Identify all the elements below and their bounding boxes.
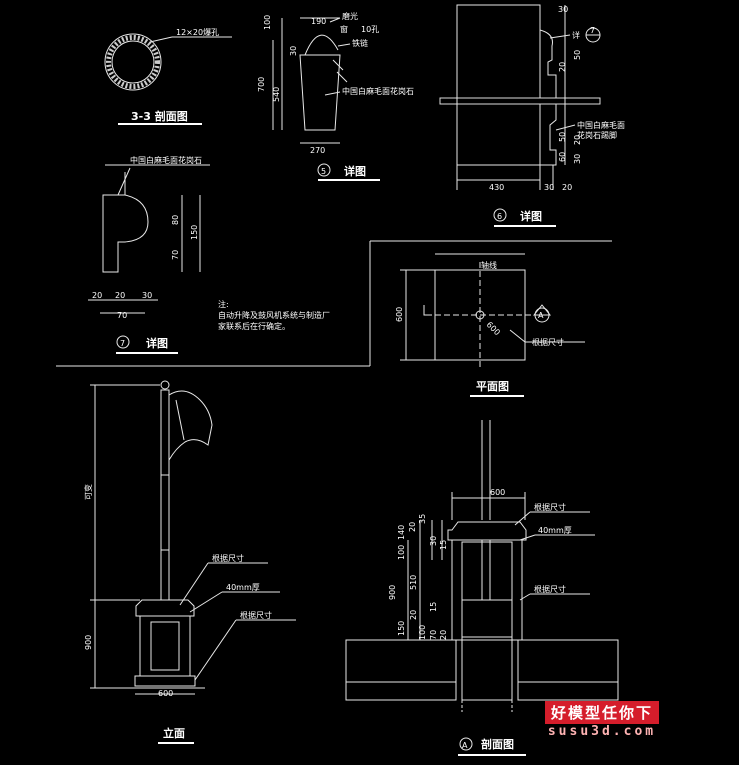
d5-note-granite: 中国白麻毛面花岗石 (342, 86, 414, 96)
d7-dim-70b: 70 (117, 311, 127, 320)
section-3-3-title: 3-3 剖面图 (131, 109, 188, 123)
d6-dim-50a: 50 (573, 50, 582, 60)
d5-note-chain: 铁链 (352, 38, 368, 48)
secA-dim-140: 140 (397, 525, 406, 540)
detail-5: 190 100 30 700 540 270 磨光 窗 10孔 铁链 中国白麻毛… (257, 11, 414, 181)
d5-dim-270: 270 (310, 146, 325, 155)
elev-label-1: 根据尺寸 (212, 553, 244, 563)
detail-7: 中国白麻毛面花岗石 80 150 70 20 20 30 70 7 详图 (88, 155, 210, 354)
secA-dim-70: 70 (429, 630, 438, 640)
secA-dim-510: 510 (409, 575, 418, 590)
sheet-dividers (56, 240, 612, 367)
d6-dim-20c: 20 (562, 183, 572, 192)
d7-dim-20a: 20 (92, 291, 102, 300)
watermark-top: 好模型任你下 (544, 701, 659, 724)
d6-dim-60: 60 (558, 152, 567, 162)
elev-dim-900: 900 (84, 635, 93, 650)
note-heading-text: 注: (218, 299, 229, 309)
d6-dim-20b: 20 (573, 135, 582, 145)
secA-dim-35: 35 (418, 514, 427, 524)
watermark: 好模型任你下 susu3d.com (544, 701, 659, 739)
d6-title: 详图 (520, 209, 542, 223)
secA-dim-100b: 100 (418, 625, 427, 640)
secA-label-1: 根据尺寸 (534, 502, 566, 512)
d5-title: 详图 (344, 164, 366, 178)
d5-dim-700: 700 (257, 77, 266, 92)
d6-dim-20a: 20 (558, 62, 567, 72)
holes-label: 12×20爆孔 (176, 27, 219, 37)
d7-number: 7 (120, 339, 125, 348)
d5-note-polish: 磨光 (342, 11, 358, 21)
secA-label-3: 根据尺寸 (534, 584, 566, 594)
note-line-2: 家联系后在行确定。 (218, 321, 290, 331)
secA-label-2: 40mm厚 (538, 526, 572, 535)
plan-section-mark: A (538, 311, 544, 320)
plan-title: 平面图 (476, 380, 509, 393)
d6-dim-430: 430 (489, 183, 504, 192)
secA-dim-100: 100 (397, 545, 406, 560)
d5-dim-30: 30 (289, 46, 298, 56)
secA-dim-20a: 20 (408, 522, 417, 532)
elev-label-2: 40mm厚 (226, 583, 260, 592)
d5-dim-190: 190 (311, 17, 326, 26)
d7-title: 详图 (146, 336, 168, 350)
secA-dim-600: 600 (490, 488, 505, 497)
d7-dim-20b: 20 (115, 291, 125, 300)
d5-dim-100: 100 (263, 15, 272, 30)
elevation-view: 可变 900 600 根据尺寸 40mm厚 根据尺寸 立面 (83, 380, 296, 744)
elev-dim-600: 600 (158, 689, 173, 698)
secA-title: 剖面图 (481, 737, 514, 751)
plan-view: 轴线 600 600 A 根据尺寸 平面图 (395, 253, 585, 397)
d7-dim-150: 150 (190, 225, 199, 240)
d6-ref: 7 (590, 26, 595, 35)
plan-dim-diag: 600 (485, 320, 502, 337)
elev-height-label: 可变 (83, 484, 93, 500)
elev-label-3: 根据尺寸 (240, 610, 272, 620)
d5-note-window: 窗 (340, 24, 348, 34)
section-3-3: 12×20爆孔 3-3 剖面图 (104, 27, 232, 125)
d7-dim-70: 70 (171, 250, 180, 260)
note-line-1: 自动升降及鼓风机系统与制造厂 (218, 310, 330, 320)
d6-dim-30c: 30 (544, 183, 554, 192)
d5-dim-540: 540 (272, 87, 281, 102)
secA-dim-150: 150 (397, 621, 406, 636)
d6-dim-50b: 50 (558, 132, 567, 142)
secA-dim-15b: 15 (429, 602, 438, 612)
elev-title: 立面 (163, 726, 185, 740)
secA-dim-900: 900 (388, 585, 397, 600)
plan-axis-label: 轴线 (481, 260, 497, 270)
d7-dim-80: 80 (171, 215, 180, 225)
d6-note-skirting: 花岗石踢脚 (577, 130, 617, 140)
d7-dim-30: 30 (142, 291, 152, 300)
plan-dim-600: 600 (395, 307, 404, 322)
d6-note-granite: 中国白麻毛面 (577, 120, 625, 130)
d6-dim-30a: 30 (558, 5, 568, 14)
secA-dim-20b: 20 (409, 610, 418, 620)
secA-dim-15a: 15 (439, 540, 448, 550)
d6-number: 6 (497, 212, 502, 221)
secA-dim-30: 30 (429, 536, 438, 546)
d6-dim-30b: 30 (573, 154, 582, 164)
section-a-view: 600 100 140 20 35 30 15 510 900 20 150 1… (345, 420, 619, 756)
secA-mark: A (462, 741, 468, 750)
detail-6: 30 50 20 50 20 60 30 430 30 20 详 7 中国白麻毛… (439, 4, 625, 227)
d7-note-granite: 中国白麻毛面花岗石 (130, 155, 202, 165)
notes: 注: 自动升降及鼓风机系统与制造厂 家联系后在行确定。 (218, 299, 330, 331)
d5-note-holes: 10孔 (361, 25, 379, 34)
secA-dim-20c: 20 (439, 630, 448, 640)
d6-note-detail: 详 (572, 30, 580, 40)
watermark-bottom: susu3d.com (547, 724, 657, 739)
d5-number: 5 (321, 167, 326, 176)
